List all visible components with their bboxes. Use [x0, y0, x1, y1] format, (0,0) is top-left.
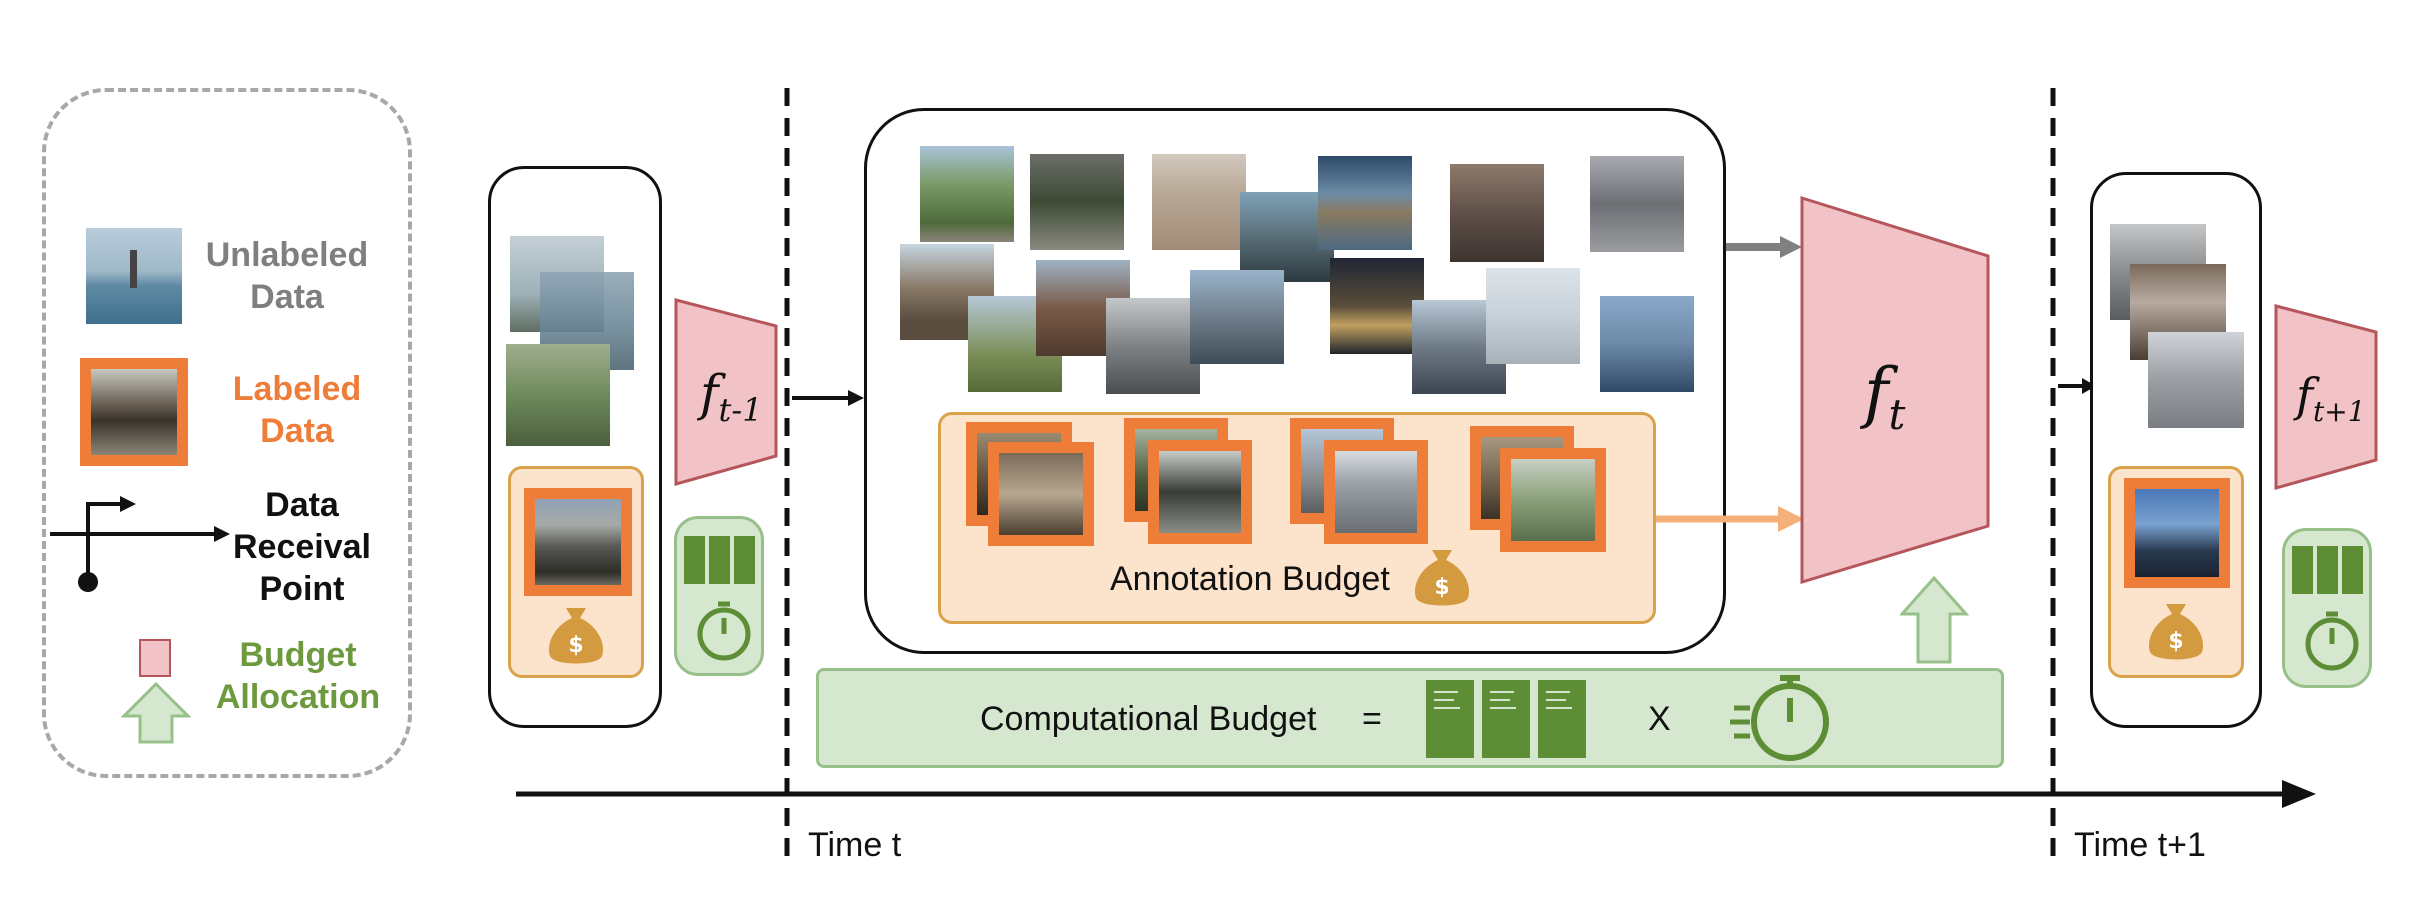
unlabeled-photo-1 [920, 146, 1014, 242]
annotation-money-bag-icon: $ [1414, 550, 1470, 606]
unlabeled-photo-15 [1486, 268, 1580, 364]
time-t-label: Time t [808, 826, 902, 864]
next-compute-icon [2292, 546, 2363, 671]
data-in-arrow-t [792, 390, 864, 406]
budget-allocation-icon [120, 639, 192, 744]
unlabeled-to-model-arrow [1726, 236, 1802, 258]
labeled-photo-3b [1324, 440, 1428, 544]
computational-budget-label: Computational Budget [980, 700, 1317, 738]
timeline-arrow [516, 780, 2316, 808]
legend-unlabeled-label: Unlabeled Data [205, 236, 369, 316]
labeled-photo-2b [1148, 440, 1252, 544]
legend-box [42, 88, 412, 778]
legend-budget-label: Budget Allocation [215, 636, 381, 716]
unlabeled-photo-6 [1450, 164, 1544, 262]
money-bag-icon: $ [548, 608, 604, 664]
unlabeled-photo-7 [1590, 156, 1684, 252]
receival-arrow-icon [50, 496, 230, 592]
times-sign: X [1648, 700, 1671, 738]
time-t-divider [784, 88, 790, 858]
svg-text:$: $ [1434, 575, 1449, 600]
gpu-servers-icon [1426, 680, 1586, 758]
equals-sign: = [1362, 700, 1382, 738]
data-in-arrow-t1 [2058, 378, 2096, 394]
unlabeled-photo-12 [1190, 270, 1284, 364]
next-unlabeled-photo-3 [2148, 332, 2244, 428]
legend-labeled-label: Labeled Data [232, 370, 362, 450]
labeled-photo-1b [988, 442, 1094, 546]
unlabeled-photo-3 [1152, 154, 1246, 250]
model-current-shape [1800, 196, 1990, 585]
svg-text:$: $ [2168, 629, 2183, 654]
unlabeled-photo-2 [1030, 154, 1124, 250]
annotation-budget-label: Annotation Budget [1110, 560, 1390, 598]
next-labeled-photo [2124, 478, 2230, 588]
unlabeled-photo-11 [1106, 298, 1200, 394]
model-prev-label: ft-1 [700, 364, 763, 429]
svg-text:$: $ [568, 633, 583, 658]
unlabeled-photo-13 [1330, 258, 1424, 354]
prev-compute-icon [684, 536, 755, 661]
model-prev-shape [674, 298, 778, 486]
prev-labeled-photo [524, 488, 632, 596]
legend-unlabeled-swatch [86, 228, 182, 324]
prev-unlabeled-photo-3 [506, 344, 610, 446]
unlabeled-photo-5 [1318, 156, 1412, 250]
next-money-bag-icon: $ [2148, 604, 2204, 660]
model-next-label: ft+1 [2296, 368, 2366, 429]
labeled-photo-4b [1500, 448, 1606, 552]
model-current-label: ft [1864, 354, 1906, 440]
stopwatch-icon [1730, 675, 1829, 761]
legend-labeled-swatch [80, 358, 188, 466]
time-t1-divider [2050, 88, 2056, 858]
model-next-shape [2274, 304, 2378, 490]
labeled-to-model-arrow [1656, 506, 1804, 532]
compute-allocation-arrow [1900, 575, 1970, 664]
time-t1-label: Time t+1 [2074, 826, 2206, 864]
unlabeled-photo-16 [1600, 296, 1694, 392]
legend-receival-label: Data Receival Point [233, 486, 371, 608]
